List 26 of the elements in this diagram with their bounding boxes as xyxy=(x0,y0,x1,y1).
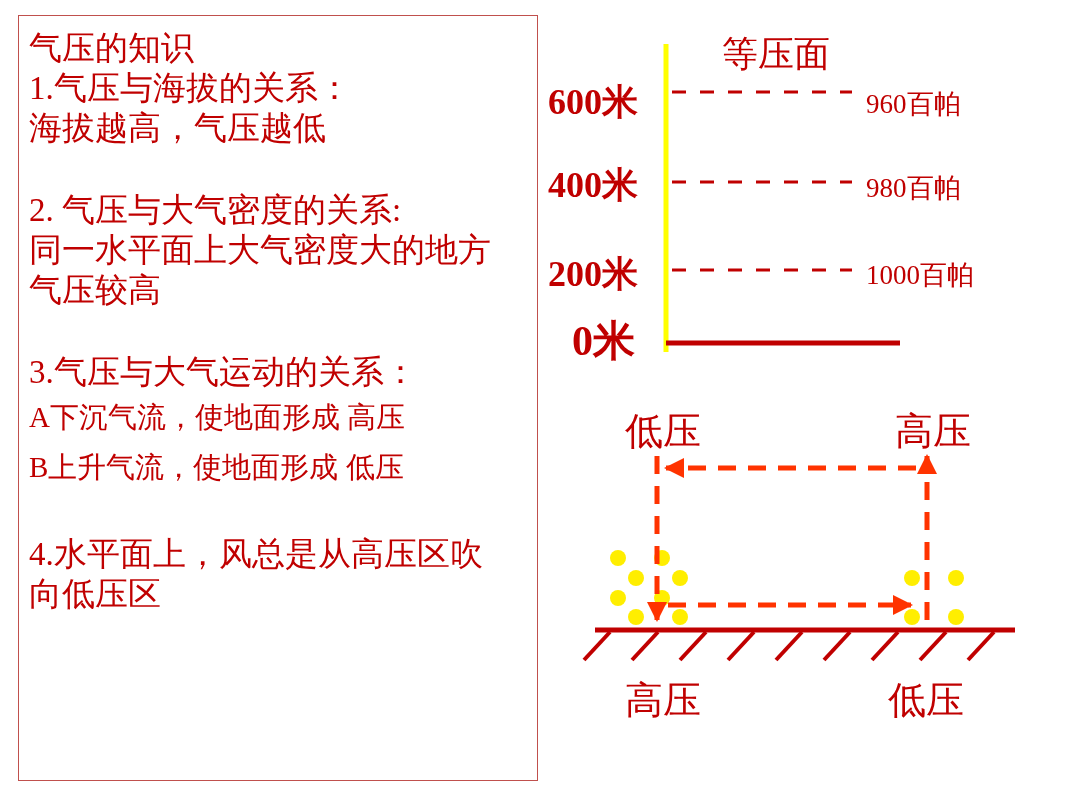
arrow xyxy=(917,454,937,620)
height-label: 200米 xyxy=(548,253,638,296)
arrow xyxy=(664,458,916,478)
section-heading: 1.气压与海拔的关系： xyxy=(29,69,352,108)
height-label: 400米 xyxy=(548,164,638,207)
panel-heading: 气压的知识 xyxy=(29,29,195,68)
panel-text: B上升气流，使地面形成 低压 xyxy=(29,450,405,485)
panel-text: 同一水平面上大气密度大的地方气压较高 xyxy=(29,231,492,310)
pressure-value: 980百帕 xyxy=(866,172,961,205)
text-panel xyxy=(18,15,538,781)
height-label: 600米 xyxy=(548,81,638,124)
pressure-label: 高压 xyxy=(895,408,971,454)
pressure-label: 低压 xyxy=(888,677,964,723)
surface-label: 等压面 xyxy=(722,33,830,76)
panel-text: 4.水平面上，风总是从高压区吹向低压区 xyxy=(29,535,484,614)
pressure-label: 高压 xyxy=(625,677,701,723)
pressure-value: 1000百帕 xyxy=(866,259,974,292)
height-label: 0米 xyxy=(572,317,635,366)
section-heading: 3.气压与大气运动的关系： xyxy=(29,353,418,392)
arrow xyxy=(647,456,667,622)
panel-text: A下沉气流，使地面形成 高压 xyxy=(29,400,407,435)
pressure-value: 960百帕 xyxy=(866,88,961,121)
pressure-label: 低压 xyxy=(625,408,701,454)
section-heading: 2. 气压与大气密度的关系: xyxy=(29,191,403,230)
arrow xyxy=(668,595,913,615)
panel-text: 海拔越高，气压越低 xyxy=(29,109,327,148)
